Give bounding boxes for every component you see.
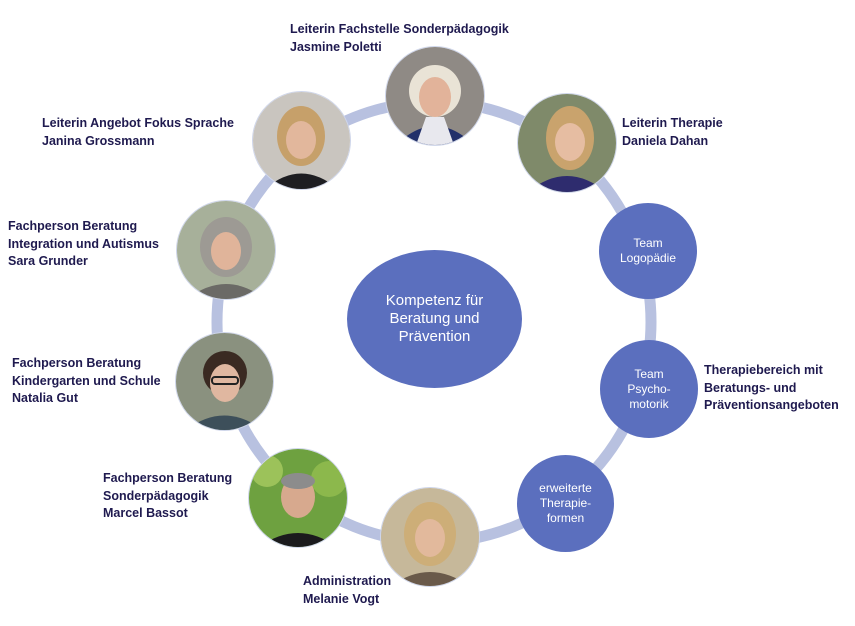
portrait-natalia-gut [175,332,274,431]
team-logopaedie-node: Team Logopädie [599,203,697,299]
erweiterte-therapieformen-node: erweiterte Therapie- formen [517,455,614,552]
label-sara-grunder: Fachperson Beratung Integration und Auti… [8,219,159,268]
label-janina-grossmann: Leiterin Angebot Fokus Sprache Janina Gr… [42,116,234,148]
portrait-daniela-dahan [517,93,617,193]
label-melanie-vogt: Administration Melanie Vogt [303,574,392,606]
team-psychomotorik-label: Team Psycho- motorik [627,366,671,411]
portrait-jasmine-poletti [385,46,485,146]
label-jasmine-poletti: Leiterin Fachstelle Sonderpädagogik Jasm… [290,22,509,54]
portrait-marcel-bassot [248,448,348,548]
portrait-janina-grossmann [252,91,351,190]
portrait-sara-grunder [176,200,276,300]
team-logopaedie-label: Team Logopädie [619,236,677,265]
label-natalia-gut: Fachperson Beratung Kindergarten und Sch… [12,356,161,405]
center-node: Kompetenz für Beratung und Prävention [347,250,522,388]
center-text: Kompetenz für Beratung und Prävention [385,292,484,345]
team-psychomotorik-node: Team Psycho- motorik [600,340,698,438]
erweiterte-therapieformen-label: erweiterte Therapie- formen [539,481,592,525]
label-daniela-dahan: Leiterin Therapie Daniela Dahan [622,116,723,148]
label-marcel-bassot: Fachperson Beratung Sonderpädagogik Marc… [103,471,233,520]
portrait-melanie-vogt [380,487,480,587]
label-therapiebereich: Therapiebereich mit Beratungs- und Präve… [704,363,839,412]
